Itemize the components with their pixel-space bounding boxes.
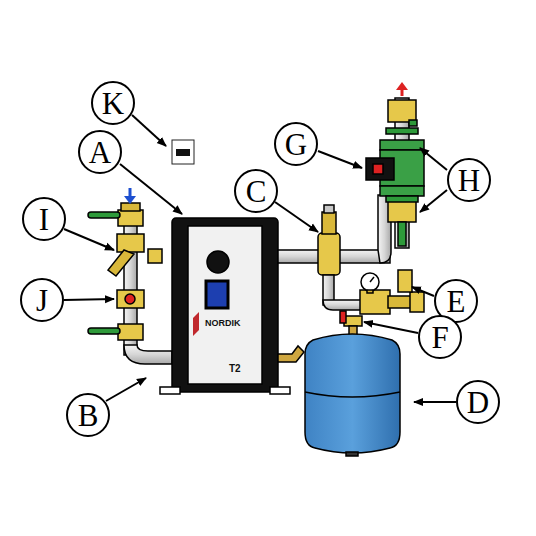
- model-mark: T2: [229, 364, 241, 374]
- callout-letter: H: [458, 165, 480, 196]
- callout-letter: A: [89, 137, 111, 168]
- callout-letter: G: [285, 129, 307, 160]
- callout-circle: A: [78, 130, 122, 174]
- callout-circle: G: [274, 122, 318, 166]
- callout-letter: E: [447, 286, 466, 317]
- callout-circle: B: [66, 393, 110, 437]
- callout-circle: K: [91, 81, 135, 125]
- brand-logo: NORDIK: [205, 319, 241, 328]
- callout-circle: D: [456, 380, 500, 424]
- callout-letter: C: [246, 176, 267, 207]
- callout-letter: F: [431, 322, 448, 353]
- callout-circle: C: [234, 169, 278, 213]
- callout-letter: D: [467, 387, 489, 418]
- callout-circle: H: [447, 158, 491, 202]
- callout-circle: F: [418, 315, 462, 359]
- callout-letter: I: [39, 204, 49, 235]
- callout-letter: K: [102, 88, 124, 119]
- callout-letter: B: [78, 400, 99, 431]
- callout-circle: I: [22, 197, 66, 241]
- callout-circle: J: [20, 278, 64, 322]
- callout-letter: J: [36, 285, 48, 316]
